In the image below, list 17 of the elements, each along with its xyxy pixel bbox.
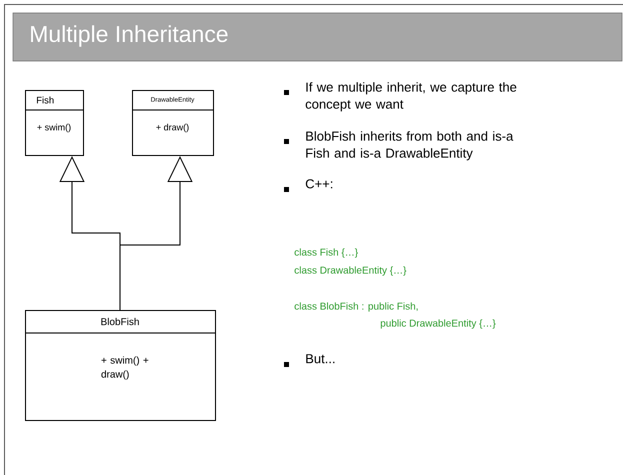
code-line: class BlobFish : public Fish,: [294, 302, 418, 312]
class-box: [24, 310, 216, 421]
class-name: Fish: [37, 96, 54, 104]
code-line: class Fish {…}: [294, 248, 358, 258]
method-list: + swim(): [37, 124, 71, 132]
method-list: + swim() + draw(): [101, 356, 148, 380]
code-line: class DrawableEntity {…}: [294, 266, 406, 276]
bullet-text: C++:: [284, 179, 332, 192]
bullet-text: BlobFish inherits from both and is-a Fish and is-a DrawableEntity: [284, 131, 514, 160]
bullet-text: But...: [284, 354, 334, 367]
code-line: public DrawableEntity {…}: [380, 319, 496, 329]
class-name: BlobFish: [101, 318, 139, 326]
method-list: + draw(): [156, 124, 189, 132]
class-box: [24, 90, 84, 156]
title-bar: Multiple Inheritance: [12, 12, 622, 62]
class-box: [132, 90, 214, 156]
bullet-text: If we multiple inherit, we capture the concept we want: [284, 82, 516, 112]
